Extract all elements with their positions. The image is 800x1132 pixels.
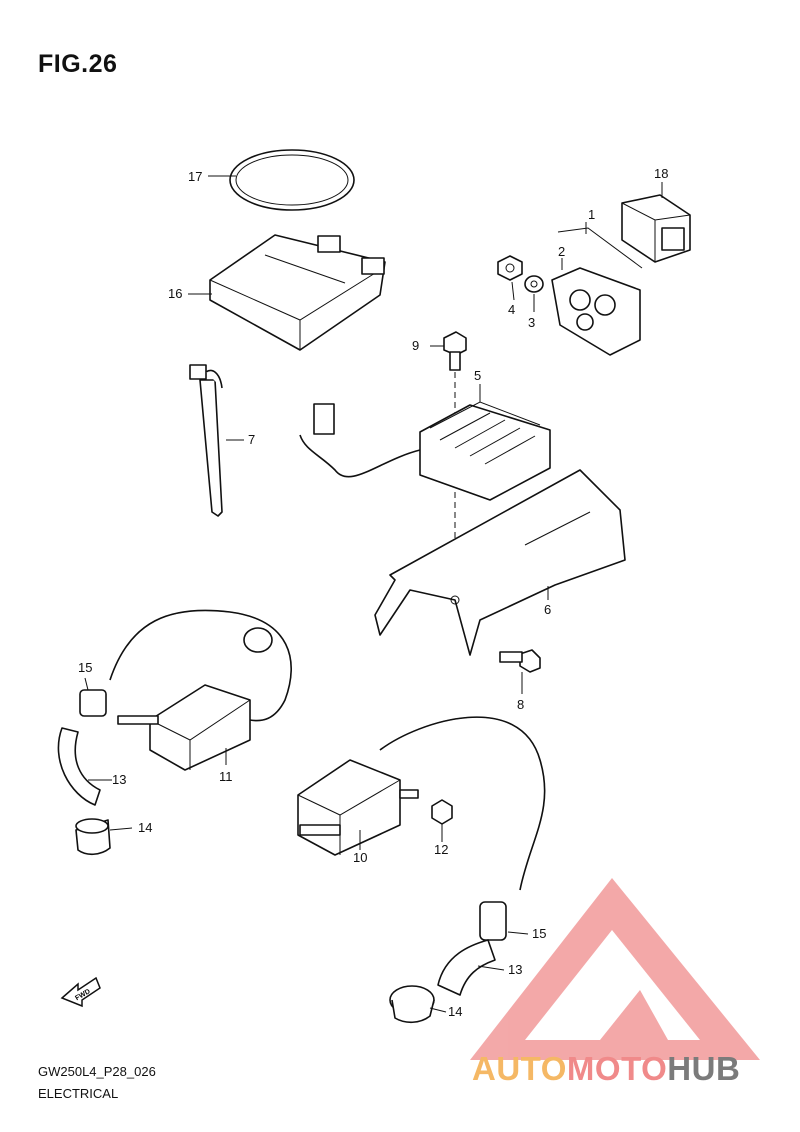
figure-title: FIG.26 <box>38 50 118 78</box>
part-5-regulator <box>299 401 551 501</box>
callout-13-upper: 13 <box>112 772 126 787</box>
watermark-moto: MOTO <box>566 1050 668 1087</box>
part-14-cover-upper <box>75 818 111 856</box>
watermark-auto: AUTO <box>472 1050 567 1087</box>
callout-18: 18 <box>654 166 668 181</box>
part-14-cover-lower <box>389 985 435 1024</box>
part-16-ecm <box>209 234 386 351</box>
part-13-boot-lower <box>437 939 496 996</box>
callout-14-upper: 14 <box>138 820 152 835</box>
part-3-washer <box>524 275 544 293</box>
fwd-arrow-icon: FWD <box>60 976 101 1008</box>
part-10-ignition-coil <box>297 716 546 891</box>
watermark-text: AUTOMOTOHUB <box>472 1050 740 1088</box>
part-7-cable-tie <box>189 364 223 517</box>
part-15-cap-upper <box>79 689 107 717</box>
callout-7: 7 <box>248 432 255 447</box>
callout-5: 5 <box>474 368 481 383</box>
leader-lines <box>84 175 663 1013</box>
callout-13-lower: 13 <box>508 962 522 977</box>
callout-14-lower: 14 <box>448 1004 462 1019</box>
part-6-bracket <box>374 469 626 656</box>
callout-11: 11 <box>219 769 233 784</box>
callout-8: 8 <box>517 697 524 712</box>
callout-17: 17 <box>188 169 202 184</box>
callout-6: 6 <box>544 602 551 617</box>
part-15-cap-lower <box>479 901 507 941</box>
callouts: 1 2 3 4 5 6 7 8 9 10 11 12 13 13 14 14 1… <box>78 166 668 1019</box>
part-13-boot-upper <box>57 727 101 806</box>
callout-15-lower: 15 <box>532 926 546 941</box>
part-8-bolt <box>499 649 541 673</box>
callout-2: 2 <box>558 244 565 259</box>
callout-16: 16 <box>168 286 182 301</box>
part-12-nut <box>431 799 453 825</box>
part-11-ignition-coil <box>109 609 292 771</box>
part-2-starter-relay <box>551 227 643 356</box>
part-17-band <box>229 149 355 211</box>
callout-12: 12 <box>434 842 448 857</box>
callout-4: 4 <box>508 302 515 317</box>
callout-15-upper: 15 <box>78 660 92 675</box>
callout-3: 3 <box>528 315 535 330</box>
section-name: ELECTRICAL <box>38 1086 119 1101</box>
diagram-code: GW250L4_P28_026 <box>38 1064 156 1079</box>
watermark-hub: HUB <box>667 1050 741 1087</box>
part-4-nut <box>497 255 523 281</box>
watermark-logo <box>470 878 760 1060</box>
part-18-relay <box>621 194 691 263</box>
callout-1: 1 <box>588 207 595 222</box>
callout-9: 9 <box>412 338 419 353</box>
callout-10: 10 <box>353 850 367 865</box>
